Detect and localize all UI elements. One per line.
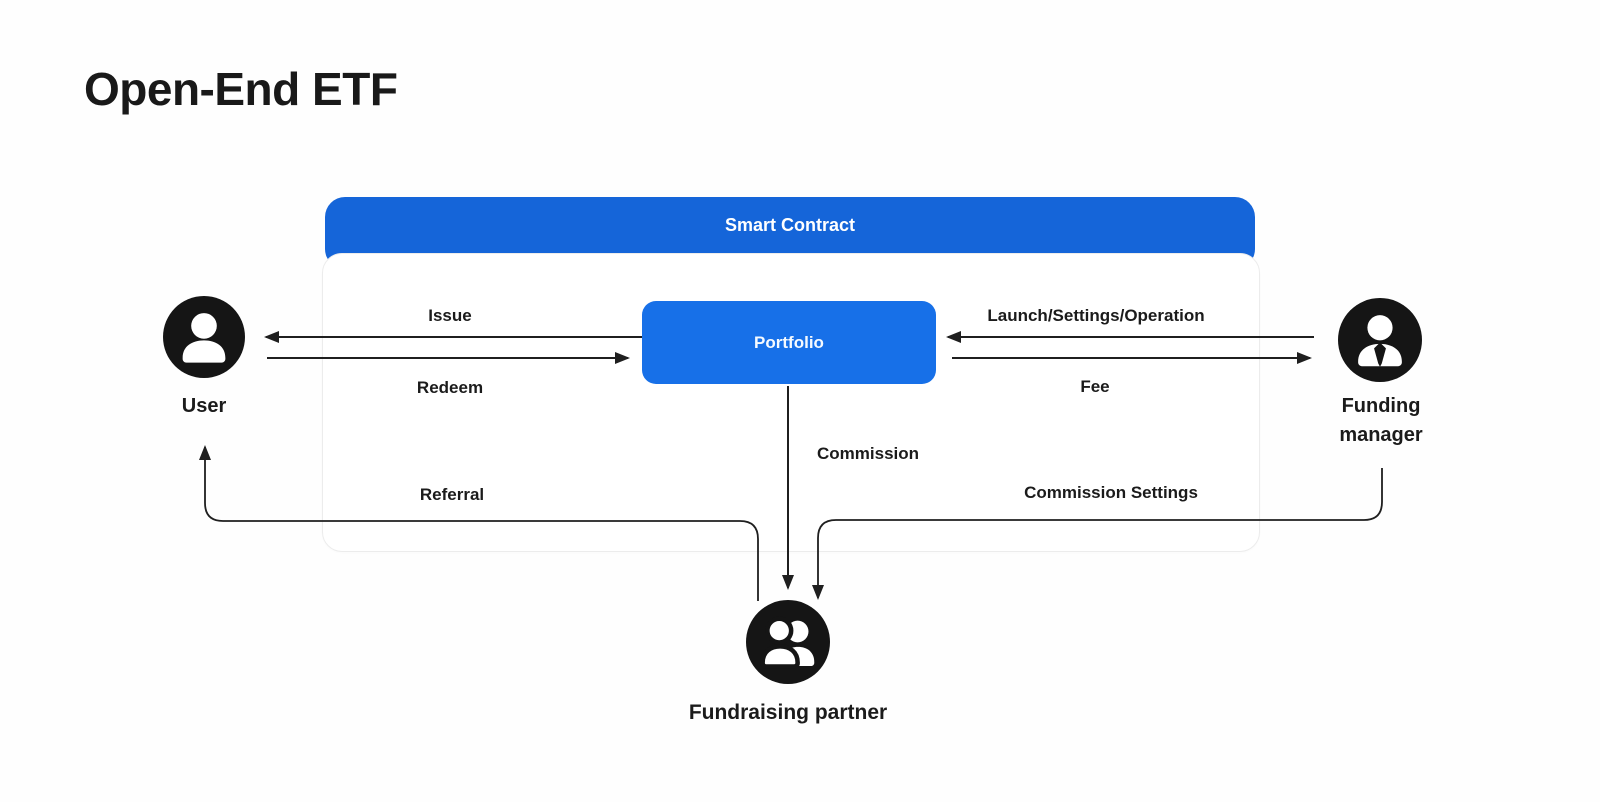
portfolio-node: Portfolio bbox=[642, 301, 936, 384]
fundraising-partner-label: Fundraising partner bbox=[688, 701, 888, 724]
redeem-edge-label: Redeem bbox=[416, 378, 484, 397]
commission-settings-edge-label: Commission Settings bbox=[1024, 483, 1198, 502]
commission-settings-arrow bbox=[812, 468, 1383, 600]
commission-edge-label: Commission bbox=[817, 444, 920, 463]
smart-contract-label: Smart Contract bbox=[724, 215, 856, 235]
user-icon bbox=[163, 296, 245, 378]
portfolio-label: Portfolio bbox=[754, 332, 824, 352]
page-title: Open-End ETF bbox=[84, 63, 398, 115]
referral-edge-label: Referral bbox=[419, 485, 485, 504]
funding-manager-icon bbox=[1338, 298, 1422, 382]
funding-manager-label: Funding manager bbox=[1339, 395, 1423, 446]
fee-edge-label: Fee bbox=[1080, 377, 1110, 396]
issue-edge-label: Issue bbox=[428, 306, 472, 325]
user-label: User bbox=[181, 395, 227, 417]
launch-settings-operation-edge-label: Launch/Settings/Operation bbox=[987, 306, 1205, 325]
referral-arrow bbox=[199, 445, 759, 601]
fundraising-partner-icon bbox=[746, 600, 830, 684]
